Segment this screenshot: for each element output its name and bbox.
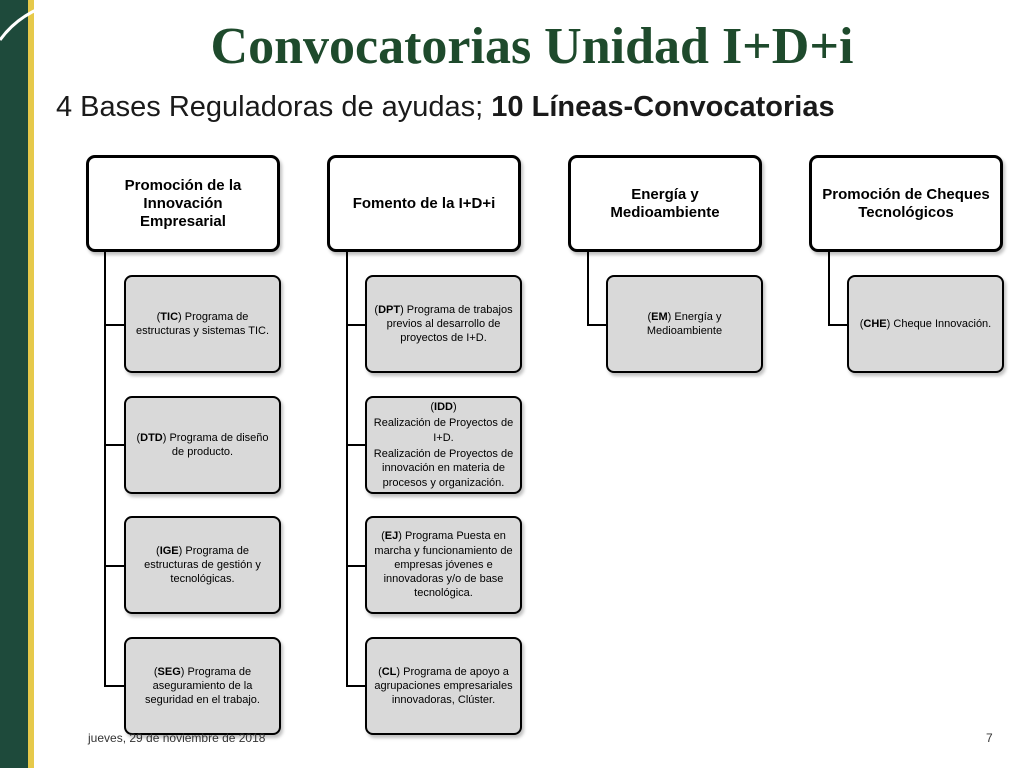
group-fomento-idi: Fomento de la I+D+i — [327, 155, 521, 252]
program-desc: (DPT) Programa de trabajos previos al de… — [374, 303, 513, 345]
program-desc: (SEG) Programa de aseguramiento de la se… — [145, 665, 260, 707]
program-code: IDD — [434, 401, 453, 414]
group-promocion-innovacion: Promoción de la Innovación Empresarial — [86, 155, 280, 252]
program-che: (CHE) Cheque Innovación. — [847, 275, 1004, 373]
program-code: EJ — [384, 530, 399, 543]
program-seg: (SEG) Programa de aseguramiento de la se… — [124, 637, 281, 735]
program-ej: (EJ) Programa Puesta en marcha y funcion… — [365, 516, 522, 614]
program-code: TIC — [160, 310, 179, 323]
page-number: 7 — [986, 731, 993, 745]
connector-line — [346, 250, 348, 687]
connector-line — [828, 250, 830, 326]
program-desc: (EJ) Programa Puesta en marcha y funcion… — [374, 530, 513, 600]
subtitle-normal: 4 Bases Reguladoras de ayudas; — [56, 91, 492, 123]
program-code: CL — [381, 665, 397, 678]
subtitle-bold: 10 Líneas-Convocatorias — [491, 91, 835, 123]
program-desc: (CHE) Cheque Innovación. — [859, 317, 992, 330]
program-desc-line: Realización de Proyectos de I+D. — [373, 417, 514, 444]
connector-line — [104, 444, 126, 446]
program-code: IGE — [159, 544, 179, 557]
connector-line — [104, 565, 126, 567]
program-idd: (IDD) Realización de Proyectos de I+D. R… — [365, 396, 522, 494]
program-cl: (CL) Programa de apoyo a agrupaciones em… — [365, 637, 522, 735]
group-cheques-tecnologicos: Promoción de Cheques Tecnológicos — [809, 155, 1003, 252]
connector-line — [346, 444, 368, 446]
program-desc: (EM) Energía y Medioambiente — [646, 310, 723, 337]
connector-line — [104, 685, 126, 687]
connector-line — [828, 324, 850, 326]
program-dpt: (DPT) Programa de trabajos previos al de… — [365, 275, 522, 373]
sidebar-band — [0, 0, 28, 768]
program-code: CHE — [863, 317, 887, 330]
program-desc: (DTD) Programa de diseño de producto. — [136, 431, 269, 458]
connector-line — [104, 250, 106, 687]
sidebar-accent-stripe — [28, 0, 34, 768]
program-code: SEG — [157, 665, 181, 678]
program-code: DPT — [378, 303, 401, 316]
program-code: EM — [651, 310, 668, 323]
group-label: Promoción de la Innovación Empresarial — [124, 176, 242, 230]
program-desc: (CL) Programa de apoyo a agrupaciones em… — [374, 665, 513, 707]
connector-line — [587, 250, 589, 326]
footer-date: jueves, 29 de noviembre de 2018 — [88, 731, 266, 745]
connector-line — [346, 324, 368, 326]
slide-title: Convocatorias Unidad I+D+i — [210, 18, 854, 75]
group-label: Fomento de la I+D+i — [352, 194, 496, 212]
slide-subtitle: 4 Bases Reguladoras de ayudas; 10 Líneas… — [56, 90, 835, 125]
program-desc: (IGE) Programa de estructuras de gestión… — [144, 544, 261, 586]
connector-line — [346, 565, 368, 567]
sidebar-curve-decoration — [0, 0, 59, 41]
program-desc: (IDD) — [430, 401, 457, 414]
program-dtd: (DTD) Programa de diseño de producto. — [124, 396, 281, 494]
program-desc-line: Realización de Proyectos de innovación e… — [373, 448, 514, 489]
program-desc: (TIC) Programa de estructuras y sistemas… — [135, 310, 270, 337]
program-ige: (IGE) Programa de estructuras de gestión… — [124, 516, 281, 614]
program-code: DTD — [140, 431, 163, 444]
connector-line — [104, 324, 126, 326]
program-em: (EM) Energía y Medioambiente — [606, 275, 763, 373]
group-energia-medioambiente: Energía y Medioambiente — [568, 155, 762, 252]
connector-line — [346, 685, 368, 687]
program-tic: (TIC) Programa de estructuras y sistemas… — [124, 275, 281, 373]
group-label: Energía y Medioambiente — [610, 185, 720, 221]
connector-line — [587, 324, 609, 326]
group-label: Promoción de Cheques Tecnológicos — [822, 185, 990, 221]
